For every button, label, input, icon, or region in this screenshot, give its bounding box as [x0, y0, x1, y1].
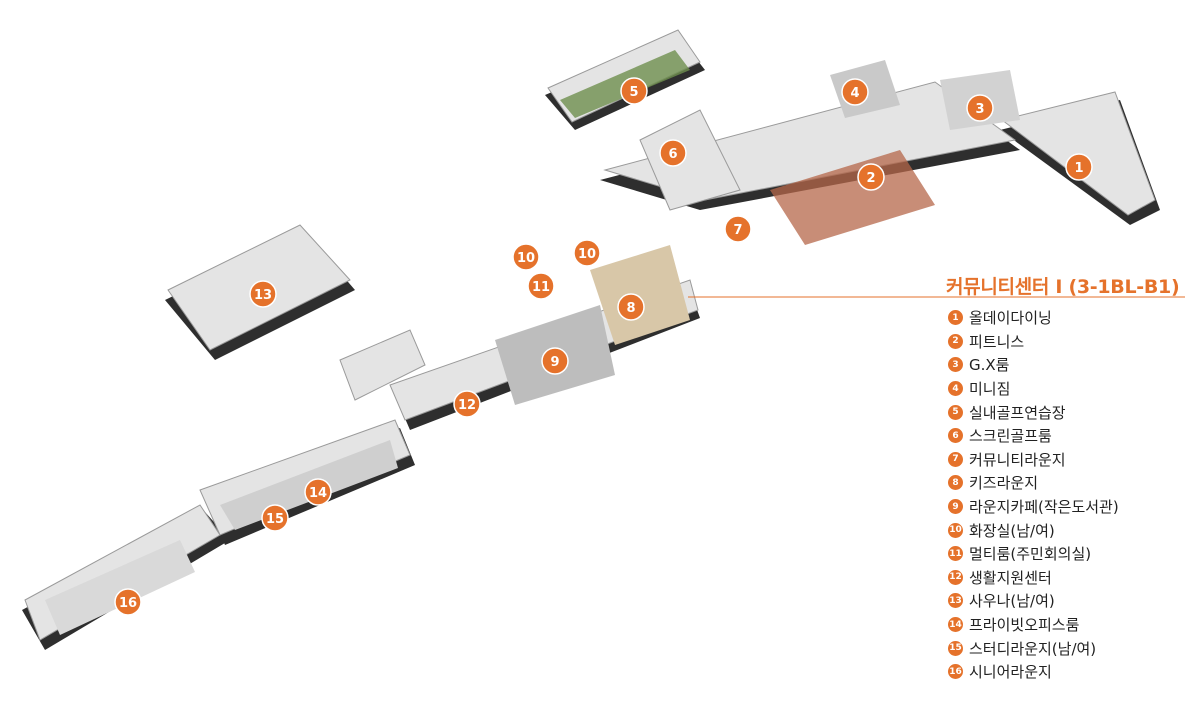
legend-number-badge: 11: [948, 546, 963, 562]
svg-text:3: 3: [975, 102, 984, 117]
legend-label: 실내골프연습장: [969, 403, 1066, 422]
legend-label: 사우나(남/여): [969, 592, 1055, 611]
legend-item: 9 라운지카페(작은도서관): [948, 495, 1119, 519]
legend-item: 4 미니짐: [948, 377, 1119, 401]
legend-number-badge: 5: [948, 404, 963, 420]
legend-label: 프라이빗오피스룸: [969, 616, 1080, 635]
svg-text:10: 10: [578, 247, 596, 262]
legend-label: 멀티룸(주민회의실): [969, 545, 1092, 564]
svg-text:15: 15: [266, 512, 284, 527]
svg-text:12: 12: [458, 398, 476, 413]
marker-12[interactable]: 12: [453, 390, 481, 418]
marker-1[interactable]: 1: [1065, 153, 1093, 181]
legend-label: 올데이다이닝: [969, 309, 1052, 328]
legend-item: 12 생활지원센터: [948, 566, 1119, 590]
svg-text:9: 9: [550, 355, 559, 370]
svg-text:4: 4: [850, 86, 859, 101]
marker-9[interactable]: 9: [541, 347, 569, 375]
legend-label: 스크린골프룸: [969, 427, 1052, 446]
marker-10a[interactable]: 10: [512, 243, 540, 271]
legend-number-badge: 16: [948, 664, 963, 680]
legend-label: 생활지원센터: [969, 568, 1052, 587]
legend-item: 6 스크린골프룸: [948, 424, 1119, 448]
marker-3[interactable]: 3: [966, 94, 994, 122]
legend-number-badge: 2: [948, 333, 963, 349]
marker-10b[interactable]: 10: [573, 239, 601, 267]
marker-2[interactable]: 2: [857, 163, 885, 191]
marker-16[interactable]: 16: [114, 588, 142, 616]
legend-item: 15 스터디라운지(남/여): [948, 636, 1119, 660]
legend-label: G.X룸: [969, 356, 1010, 375]
svg-text:14: 14: [309, 486, 327, 501]
marker-7[interactable]: 7: [724, 215, 752, 243]
marker-11[interactable]: 11: [527, 272, 555, 300]
legend-label: 키즈라운지: [969, 474, 1039, 493]
legend-label: 시니어라운지: [969, 663, 1052, 682]
marker-13[interactable]: 13: [249, 280, 277, 308]
svg-text:13: 13: [254, 288, 272, 303]
svg-text:2: 2: [866, 171, 875, 186]
legend-item: 7 커뮤니티라운지: [948, 448, 1119, 472]
legend-number-badge: 14: [948, 617, 963, 633]
legend-label: 미니짐: [969, 380, 1011, 399]
marker-8[interactable]: 8: [617, 293, 645, 321]
svg-text:5: 5: [629, 85, 638, 100]
svg-text:11: 11: [532, 280, 550, 295]
legend-label: 커뮤니티라운지: [969, 450, 1066, 469]
legend-item: 3 G.X룸: [948, 353, 1119, 377]
svg-text:16: 16: [119, 596, 137, 611]
room-legend: 1 올데이다이닝 2 피트니스 3 G.X룸 4 미니짐 5 실내골프연습장 6 스크린골프…: [948, 306, 1119, 684]
legend-item: 10 화장실(남/여): [948, 518, 1119, 542]
legend-number-badge: 8: [948, 475, 963, 491]
marker-6[interactable]: 6: [659, 139, 687, 167]
svg-text:6: 6: [668, 147, 677, 162]
legend-label: 라운지카페(작은도서관): [969, 498, 1119, 517]
legend-number-badge: 7: [948, 451, 963, 467]
legend-number-badge: 4: [948, 381, 963, 397]
legend-item: 5 실내골프연습장: [948, 400, 1119, 424]
svg-text:7: 7: [733, 223, 742, 238]
legend-item: 16 시니어라운지: [948, 660, 1119, 684]
svg-text:1: 1: [1074, 161, 1083, 176]
legend-label: 스터디라운지(남/여): [969, 639, 1097, 658]
legend-number-badge: 15: [948, 640, 963, 656]
marker-15[interactable]: 15: [261, 504, 289, 532]
legend-item: 8 키즈라운지: [948, 471, 1119, 495]
marker-14[interactable]: 14: [304, 478, 332, 506]
legend-item: 2 피트니스: [948, 330, 1119, 354]
marker-5[interactable]: 5: [620, 77, 648, 105]
svg-text:8: 8: [626, 301, 635, 316]
legend-item: 1 올데이다이닝: [948, 306, 1119, 330]
legend-number-badge: 6: [948, 428, 963, 444]
legend-number-badge: 13: [948, 593, 963, 609]
legend-label: 화장실(남/여): [969, 521, 1055, 540]
legend-number-badge: 9: [948, 499, 963, 515]
legend-item: 14 프라이빗오피스룸: [948, 613, 1119, 637]
svg-text:10: 10: [517, 251, 535, 266]
legend-number-badge: 12: [948, 569, 963, 585]
marker-4[interactable]: 4: [841, 78, 869, 106]
legend-item: 13 사우나(남/여): [948, 589, 1119, 613]
legend-label: 피트니스: [969, 332, 1025, 351]
legend-number-badge: 3: [948, 357, 963, 373]
legend-number-badge: 1: [948, 310, 963, 326]
legend-title: 커뮤니티센터 Ⅰ (3-1BL-B1): [946, 276, 1180, 298]
legend-number-badge: 10: [948, 522, 963, 538]
legend-item: 11 멀티룸(주민회의실): [948, 542, 1119, 566]
